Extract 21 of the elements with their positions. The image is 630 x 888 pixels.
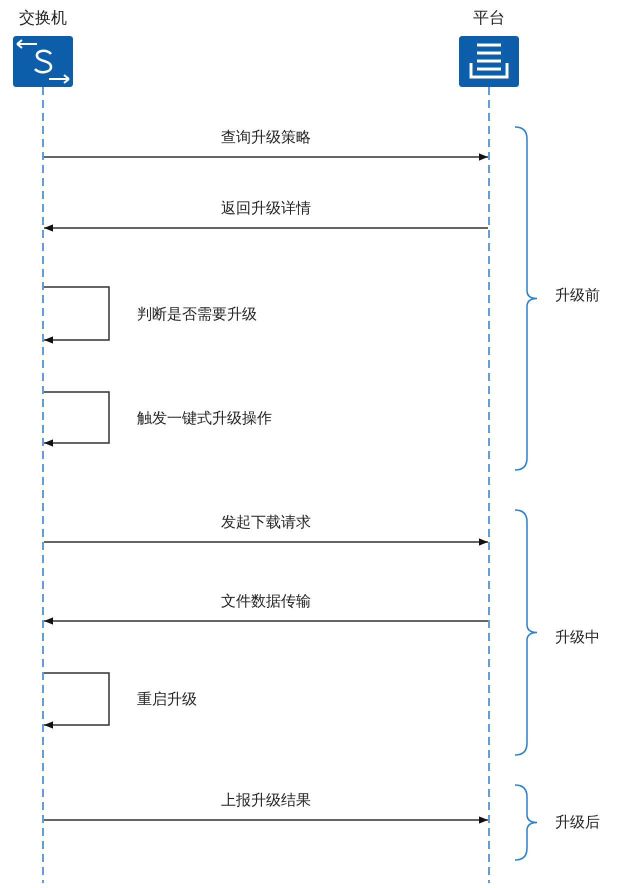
message-label: 发起下载请求 [219,512,313,532]
message-arrow [44,391,110,447]
message-label: 触发一键式升级操作 [135,408,274,428]
message-arrow [44,538,488,546]
phase-label: 升级中 [555,627,600,647]
message-label: 返回升级详情 [219,198,313,218]
message-label: 上报升级结果 [219,790,313,810]
message-arrow [44,224,488,232]
message-label: 文件数据传输 [219,591,313,611]
phase-label: 升级后 [555,812,600,832]
message-arrow [44,153,488,161]
message-label: 判断是否需要升级 [135,304,259,324]
message-arrow [44,286,110,344]
message-arrow [44,617,488,625]
participant-name: 交换机 [19,8,67,28]
participant-name: 平台 [473,8,505,28]
message-arrow [44,816,488,824]
message-label: 查询升级策略 [219,127,313,147]
phase-label: 升级前 [555,285,600,305]
message-arrow [44,672,110,729]
message-label: 重启升级 [135,689,199,709]
